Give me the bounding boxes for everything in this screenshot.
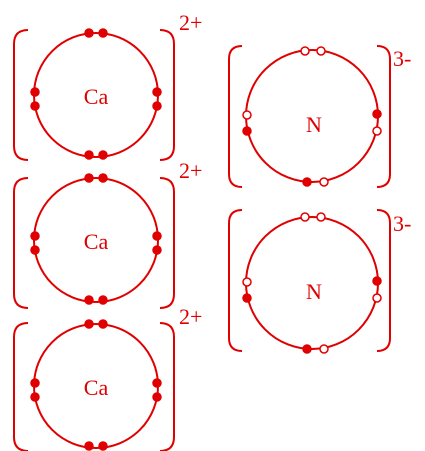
ion-charge: 2+	[179, 10, 202, 35]
ca-ion-3: Ca 2+	[13, 304, 202, 451]
element-symbol: N	[306, 279, 322, 304]
electron-dot	[242, 293, 252, 303]
left-bracket	[13, 29, 29, 161]
left-bracket	[228, 45, 243, 188]
electron-dot	[30, 101, 40, 111]
ca-ion-1: Ca 2+	[13, 10, 202, 161]
electron-dot	[84, 28, 94, 38]
electron-dot	[152, 87, 162, 97]
electron-dot	[30, 378, 40, 388]
electron-dot	[84, 150, 94, 160]
electron-dot	[302, 177, 312, 187]
electron-dot	[30, 245, 40, 255]
element-symbol: N	[306, 112, 322, 137]
ion-charge: 3-	[393, 211, 411, 236]
n-ion-2: N 3-	[228, 209, 411, 354]
electron-dot	[98, 150, 108, 160]
electron-dot-open	[319, 177, 329, 187]
electron-dot	[84, 173, 94, 183]
right-bracket	[159, 177, 175, 309]
electron-dot	[152, 378, 162, 388]
electron-dot	[372, 109, 382, 119]
ion-charge: 2+	[179, 304, 202, 329]
electron-dot	[98, 28, 108, 38]
electron-dot-open	[372, 126, 382, 136]
electron-dot	[152, 231, 162, 241]
n-ion-1: N 3-	[228, 45, 411, 188]
electron-dot-open	[242, 277, 252, 287]
electron-dot-open	[242, 110, 252, 120]
element-symbol: Ca	[84, 84, 109, 109]
electron-dot	[152, 245, 162, 255]
left-bracket	[13, 177, 29, 309]
electron-dot	[372, 276, 382, 286]
electron-dot-open	[300, 46, 310, 56]
electron-dot	[98, 441, 108, 451]
right-bracket	[376, 45, 391, 188]
electron-dot	[30, 231, 40, 241]
left-bracket	[228, 209, 243, 352]
ion-charge: 2+	[179, 158, 202, 183]
left-bracket	[13, 322, 29, 451]
electron-dot-open	[372, 293, 382, 303]
electron-dot	[30, 392, 40, 402]
electron-dot	[98, 319, 108, 329]
ca-ion-2: Ca 2+	[13, 158, 202, 309]
electron-dot	[152, 101, 162, 111]
right-bracket	[159, 29, 175, 161]
electron-dot-open	[316, 46, 326, 56]
electron-dot	[84, 441, 94, 451]
ion-charge: 3-	[393, 46, 411, 71]
electron-dot	[98, 295, 108, 305]
electron-dot	[84, 295, 94, 305]
electron-dot-open	[319, 344, 329, 354]
right-bracket	[376, 209, 391, 352]
electron-dot	[98, 173, 108, 183]
electron-dot-open	[300, 212, 310, 222]
right-bracket	[159, 322, 175, 451]
electron-dot	[302, 344, 312, 354]
electron-dot	[242, 126, 252, 136]
electron-dot	[30, 87, 40, 97]
electron-dot-open	[316, 212, 326, 222]
electron-dot	[84, 319, 94, 329]
electron-dot	[152, 392, 162, 402]
element-symbol: Ca	[84, 375, 109, 400]
element-symbol: Ca	[84, 229, 109, 254]
